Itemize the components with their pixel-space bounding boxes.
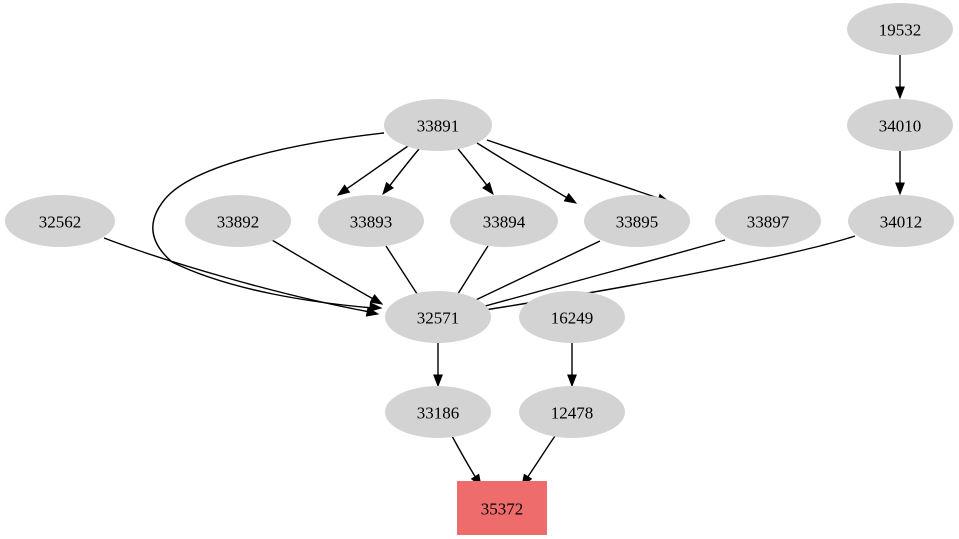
edge-arrowhead <box>433 374 443 388</box>
node-19532[interactable]: 19532 <box>847 3 953 55</box>
edge-line <box>344 143 412 191</box>
node-shape-box[interactable] <box>457 481 547 535</box>
node-shape-ellipse[interactable] <box>5 195 115 247</box>
node-33895[interactable]: 33895 <box>584 195 690 247</box>
node-shape-ellipse[interactable] <box>519 386 625 438</box>
edge-19532-to-34010 <box>895 55 905 100</box>
node-shape-ellipse[interactable] <box>584 195 690 247</box>
edge-33891-to-32571 <box>152 132 385 312</box>
node-34012[interactable]: 34012 <box>848 195 954 247</box>
edge-line <box>526 435 556 479</box>
node-33186[interactable]: 33186 <box>385 386 491 438</box>
node-35372[interactable]: 35372 <box>457 481 547 535</box>
edge-arrowhead <box>567 374 577 388</box>
node-33891[interactable]: 33891 <box>384 99 492 151</box>
edge-line <box>466 239 726 312</box>
edge-arrowhead <box>563 192 578 204</box>
edge-33891-to-33894 <box>457 148 494 196</box>
edge-16249-to-12478 <box>567 343 577 388</box>
node-shape-ellipse[interactable] <box>847 99 953 151</box>
node-33894[interactable]: 33894 <box>450 195 558 247</box>
edge-arrowhead <box>365 306 380 317</box>
edge-arrowhead <box>895 182 905 196</box>
node-shape-ellipse[interactable] <box>384 99 492 151</box>
node-16249[interactable]: 16249 <box>519 291 625 343</box>
node-33892[interactable]: 33892 <box>185 195 291 247</box>
node-33897[interactable]: 33897 <box>715 195 821 247</box>
edge-line <box>271 239 376 301</box>
node-shape-ellipse[interactable] <box>385 386 491 438</box>
edge-32562-to-32571 <box>103 237 380 317</box>
edge-33891-to-33895 <box>476 142 578 204</box>
edge-33891-to-33893 <box>382 148 420 196</box>
node-12478[interactable]: 12478 <box>519 386 625 438</box>
edge-arrowhead <box>336 184 351 196</box>
edge-line <box>451 435 477 479</box>
edge-line <box>476 142 570 200</box>
node-shape-ellipse[interactable] <box>848 195 954 247</box>
edge-32571-to-33186 <box>433 343 443 388</box>
edge-line <box>103 237 371 313</box>
edge-arrowhead <box>895 86 905 100</box>
node-34010[interactable]: 34010 <box>847 99 953 151</box>
edge-line <box>486 139 662 200</box>
node-32562[interactable]: 32562 <box>5 195 115 247</box>
edge-33891-to-33892 <box>336 143 412 196</box>
node-32571[interactable]: 32571 <box>385 291 491 343</box>
edge-arrowhead <box>369 302 383 312</box>
edge-line <box>387 148 420 189</box>
node-shape-ellipse[interactable] <box>385 291 491 343</box>
edge-arrowhead <box>482 181 494 196</box>
node-33893[interactable]: 33893 <box>318 195 424 247</box>
node-shape-ellipse[interactable] <box>185 195 291 247</box>
node-shape-ellipse[interactable] <box>715 195 821 247</box>
edge-34010-to-34012 <box>895 151 905 196</box>
node-shape-ellipse[interactable] <box>519 291 625 343</box>
edge-line <box>152 132 385 309</box>
edge-arrowhead <box>369 293 384 305</box>
node-shape-ellipse[interactable] <box>318 195 424 247</box>
node-shape-ellipse[interactable] <box>847 3 953 55</box>
edge-33892-to-32571 <box>271 239 384 305</box>
edge-arrowhead <box>382 181 394 196</box>
node-shape-ellipse[interactable] <box>450 195 558 247</box>
